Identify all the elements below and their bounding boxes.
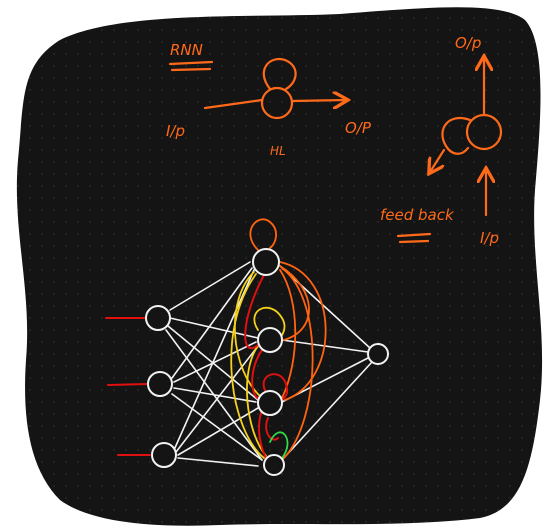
- neural-network: [105, 218, 389, 476]
- feedback-arrow: [430, 148, 446, 172]
- recurrent-loop: [262, 57, 297, 91]
- top-self-loop: [249, 218, 277, 251]
- hidden-node-2: [257, 327, 283, 353]
- title-underline-1: [168, 60, 214, 66]
- label-feedback: feed back: [380, 206, 455, 224]
- input-node-2: [147, 371, 173, 397]
- feedback-underline-2: [398, 239, 430, 244]
- feedback-sketch: O/p feed back I/p: [380, 34, 503, 247]
- title-underline-2: [170, 67, 212, 72]
- feedback-node-right: [465, 113, 503, 151]
- label-input: I/p: [166, 122, 185, 140]
- label-input-right: I/p: [480, 229, 499, 247]
- feedback-node-left: [441, 117, 472, 155]
- rnn-title: RNN: [170, 41, 203, 59]
- label-hidden: HL: [270, 144, 286, 158]
- hidden-node-3: [257, 390, 283, 416]
- orange-recurrent-loops: [279, 261, 327, 459]
- input-hidden-edges: [165, 261, 263, 467]
- output-node: [367, 343, 389, 365]
- feedback-underline-1: [396, 232, 432, 238]
- hidden-node-4: [263, 454, 285, 476]
- output-arrow: [290, 100, 346, 101]
- hidden-node: [260, 86, 294, 120]
- input-node-1: [145, 305, 171, 331]
- label-output-right: O/p: [455, 34, 481, 52]
- input-arrow-line: [203, 98, 264, 110]
- green-recurrent-loop: [269, 431, 289, 459]
- hidden-node-1: [252, 248, 280, 276]
- label-output: O/P: [345, 119, 372, 137]
- input-node-3: [151, 442, 177, 468]
- rnn-cell-sketch: RNN I/p HL O/P: [166, 41, 372, 158]
- input-line-2: [107, 383, 149, 386]
